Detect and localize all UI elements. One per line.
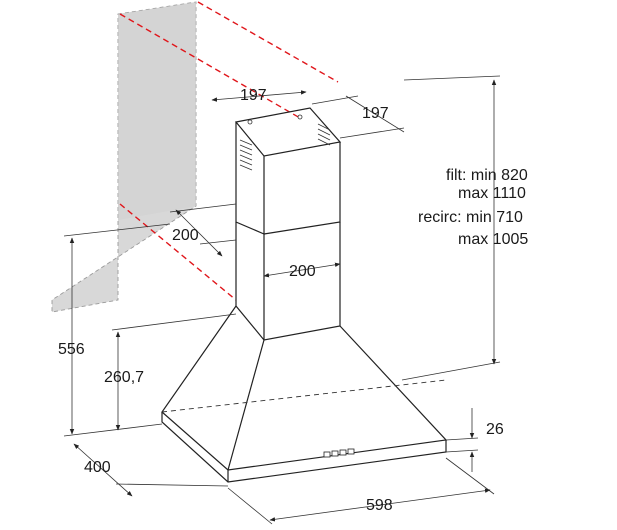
dim-chimney-width-top: 197 — [240, 87, 267, 104]
hidden-back-edge — [161, 379, 447, 413]
dim-total-height: 556 — [58, 341, 85, 358]
dim-hood-width: 598 — [366, 497, 393, 514]
wall-inner-shadow — [118, 2, 196, 220]
chimney-lower — [235, 222, 341, 341]
ref-line-top-right — [197, 1, 339, 83]
ref-line-bottom — [119, 203, 237, 301]
note-recirc-line2: max 1005 — [458, 231, 528, 248]
hood-edge — [161, 412, 447, 483]
dim-edge-thickness: 26 — [486, 421, 504, 438]
dim-chimney-depth-lower: 200 — [172, 227, 199, 244]
dim-chimney-depth-top: 197 — [362, 105, 389, 122]
dim-chimney-width-lower: 200 — [289, 263, 316, 280]
vent-slits-right — [317, 123, 331, 146]
vent-slits-left — [239, 139, 253, 171]
note-recirc-line1: recirc: min 710 — [418, 209, 523, 226]
note-filt-line1: filt: min 820 — [446, 167, 528, 184]
hood-canopy — [161, 305, 448, 471]
dim-hood-depth: 400 — [84, 459, 111, 476]
dim-hood-body-height: 260,7 — [104, 369, 144, 386]
note-filt-line2: max 1110 — [458, 185, 526, 202]
control-panel — [323, 448, 355, 458]
